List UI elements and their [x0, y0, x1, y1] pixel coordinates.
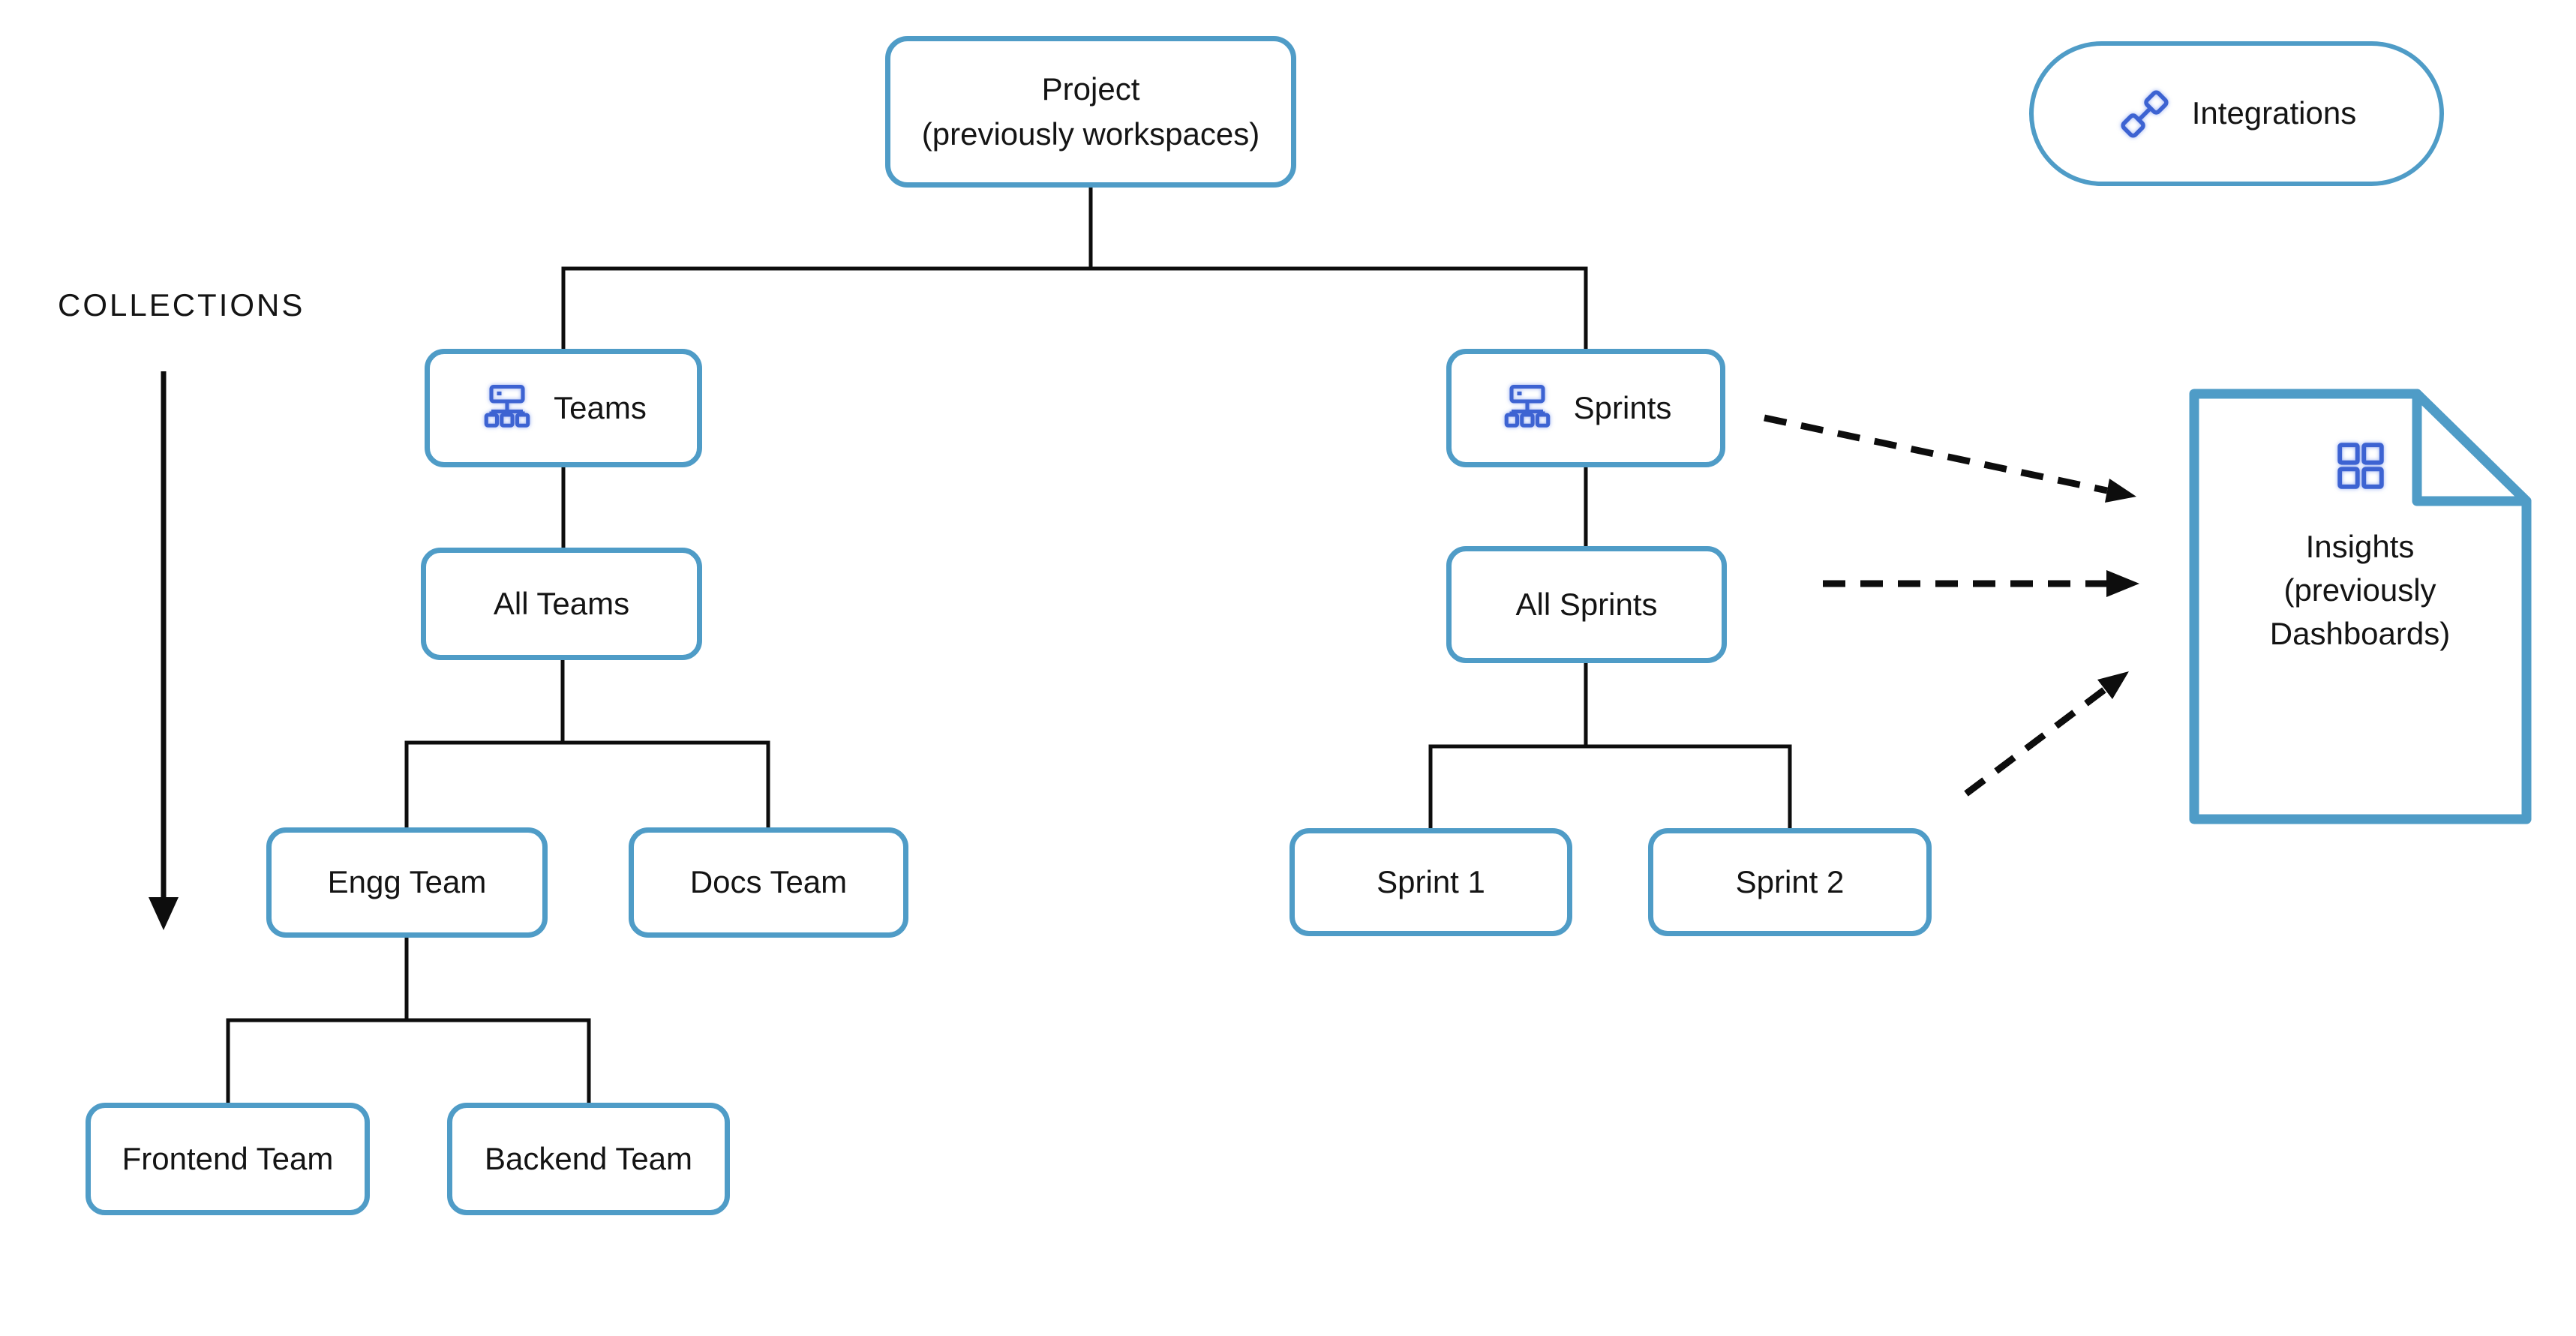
sprint-2-label: Sprint 2 — [1735, 863, 1845, 899]
collections-arrow-head — [149, 897, 179, 930]
dashed-arrow-sprints-to-insights — [1764, 414, 2108, 494]
node-all-teams: All Teams — [421, 548, 702, 660]
backend-team-label: Backend Team — [484, 1140, 693, 1176]
teams-label: Teams — [554, 389, 647, 425]
engg-team-label: Engg Team — [327, 864, 487, 900]
connector-engg-children — [226, 1018, 591, 1103]
sprints-label: Sprints — [1573, 389, 1672, 425]
node-docs-team: Docs Team — [629, 827, 908, 938]
node-engg-team: Engg Team — [266, 827, 548, 938]
sitemap-icon — [484, 384, 530, 428]
project-title: Project — [1041, 71, 1140, 107]
collections-arrow — [149, 371, 179, 930]
sitemap-icon — [1504, 384, 1550, 428]
insights-text-block: Insights (previously Dashboards) — [2225, 525, 2495, 656]
collections-label: COLLECTIONS — [58, 287, 305, 323]
node-sprints: Sprints — [1446, 349, 1725, 467]
node-backend-team: Backend Team — [447, 1103, 730, 1215]
dashed-arrow-sprint2-to-insights — [1964, 686, 2107, 797]
plug-icon — [2121, 89, 2169, 138]
node-teams: Teams — [425, 349, 702, 467]
document-fold-corner — [2412, 389, 2532, 506]
insights-title: Insights — [2305, 529, 2415, 564]
insights-subtitle: (previously Dashboards) — [2269, 572, 2451, 651]
node-sprint-1: Sprint 1 — [1290, 828, 1572, 936]
connector-allsprints-children — [1428, 744, 1792, 828]
integrations-label: Integrations — [2191, 95, 2357, 131]
dashed-arrow-head-2 — [2106, 570, 2139, 597]
dashed-arrow-head-3 — [2097, 671, 2129, 699]
project-subtitle: (previously workspaces) — [921, 116, 1260, 152]
frontend-team-label: Frontend Team — [122, 1140, 334, 1176]
all-sprints-label: All Sprints — [1515, 586, 1658, 622]
node-sprint-2: Sprint 2 — [1648, 828, 1932, 936]
docs-team-label: Docs Team — [689, 864, 848, 900]
integrations-button: Integrations — [2029, 41, 2444, 186]
sprint-1-label: Sprint 1 — [1377, 863, 1485, 899]
node-all-sprints: All Sprints — [1446, 546, 1727, 663]
node-frontend-team: Frontend Team — [86, 1103, 370, 1215]
dashed-arrow-head-1 — [2105, 479, 2136, 503]
insights-document-shape — [2189, 389, 2532, 824]
connector-allteams-children — [404, 740, 770, 827]
node-project: Project (previously workspaces) — [885, 36, 1296, 188]
grid-icon — [2337, 443, 2384, 489]
all-teams-label: All Teams — [493, 585, 630, 621]
connector-project-children — [561, 266, 1588, 349]
